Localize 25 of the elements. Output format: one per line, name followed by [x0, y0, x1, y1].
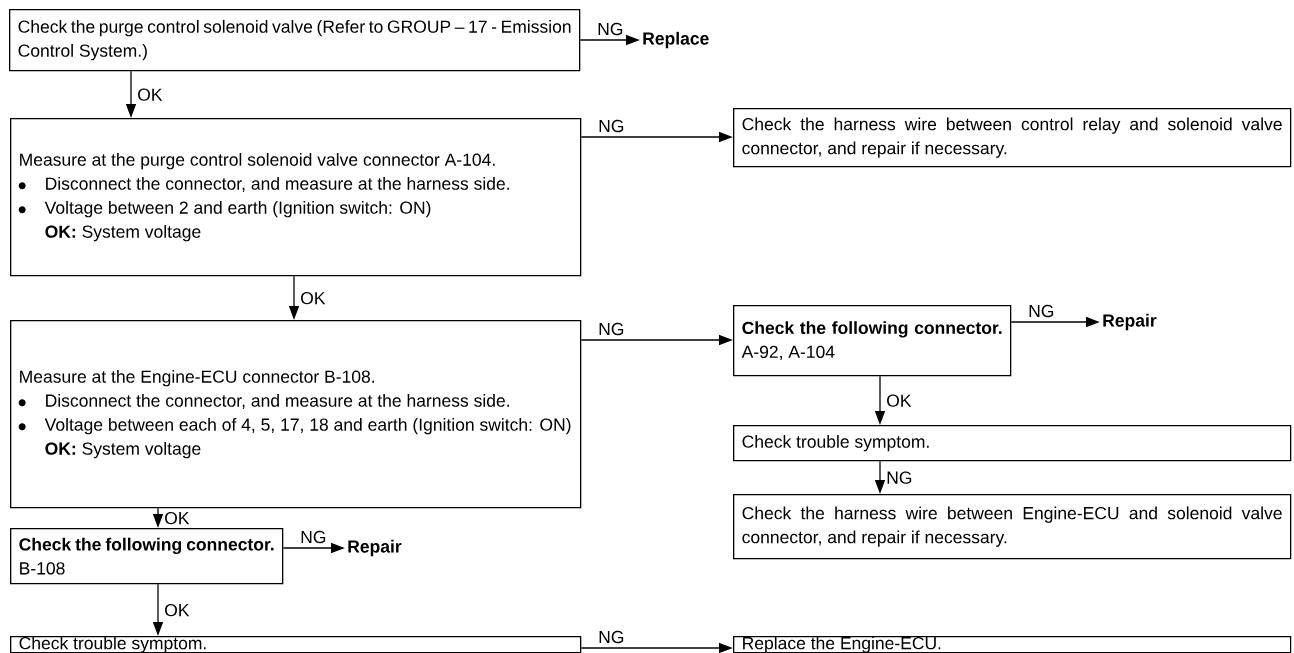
process-box: Check the harness wire between Engine-ECU and solenoid valve connector, and repair if necessary. [733, 494, 1292, 560]
process-box: Check the harness wire between control relay and solenoid valve connector, and repair if necessary. [733, 108, 1292, 168]
edge-label: OK [885, 393, 913, 408]
edge-label: NG [299, 529, 328, 545]
process-box: Check the following connector. B-108 [10, 528, 284, 585]
edge-label: OK [163, 602, 191, 618]
process-box: Replace the Engine-ECU. [733, 636, 1292, 653]
process-box: Check trouble symptom. [733, 425, 1292, 462]
process-box: Measure at the Engine-ECU connector B-108. Disconnect the connector, and measure at the harness side. Voltage between each of 4, 5, 17, 18 and earth (Ignition switch: ON) OK: System voltage [10, 320, 582, 509]
edge-label: OK [299, 290, 327, 306]
process-box: Check the purge control solenoid valve (Refer to GROUP – 17 - Emission Control System.) [9, 9, 581, 72]
process-box: Check the following connector. A-92, A-104 [733, 305, 1012, 377]
result-text: Repair [1103, 313, 1157, 331]
edge-label: OK [163, 510, 191, 526]
edge-label: NG [596, 21, 625, 37]
edge-label: NG [1027, 303, 1056, 319]
result-text: Replace [643, 31, 709, 49]
edge-label: NG [597, 118, 626, 134]
result-text: Repair [348, 539, 402, 557]
edge-label: NG [597, 629, 626, 645]
edge-label: NG [597, 321, 626, 337]
edge-label: OK [136, 87, 164, 102]
edge-label: NG [885, 470, 914, 485]
process-box: Measure at the purge control solenoid valve connector A-104. Disconnect the connector, and measure at the harness side. Voltage between 2 and earth (Ignition switch: ON) OK: System voltage [10, 118, 582, 277]
process-box: Check trouble symptom. [10, 636, 582, 653]
